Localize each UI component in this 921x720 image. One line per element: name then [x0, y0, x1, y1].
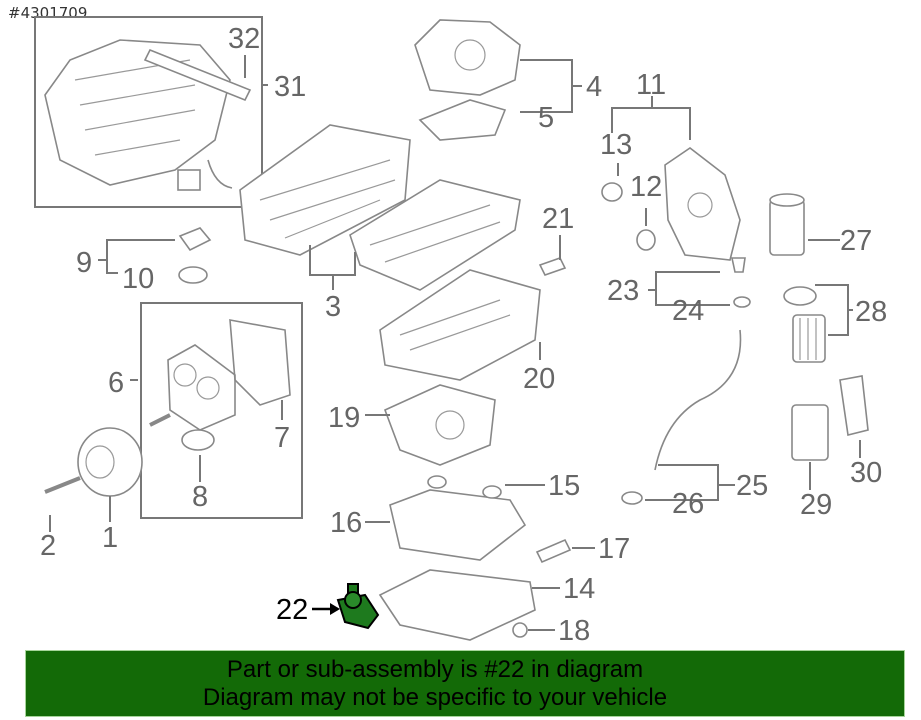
info-banner: Part or sub-assembly is #22 in diagram D… — [25, 650, 905, 717]
vacuum-pump-part[interactable] — [414, 19, 521, 141]
leader-lines — [49, 55, 861, 631]
callout-3[interactable]: 3 — [325, 291, 341, 323]
callout-9[interactable]: 9 — [76, 247, 92, 279]
callout-20[interactable]: 20 — [523, 363, 555, 395]
valve-cover-part[interactable] — [349, 179, 521, 291]
timing-cover-group-box — [140, 302, 303, 519]
callout-18[interactable]: 18 — [558, 615, 590, 647]
callout-4[interactable]: 4 — [586, 71, 602, 103]
oil-pan-lower-part[interactable] — [378, 569, 536, 641]
oil-pan-upper-part[interactable] — [379, 269, 541, 381]
callout-19[interactable]: 19 — [328, 402, 360, 434]
callout-5[interactable]: 5 — [538, 102, 554, 134]
callout-27[interactable]: 27 — [840, 225, 872, 257]
intake-manifold-group-box — [34, 16, 263, 208]
intake-manifold-part[interactable] — [44, 39, 252, 191]
gaskets-part[interactable] — [389, 257, 572, 564]
callout-15[interactable]: 15 — [548, 470, 580, 502]
callout-32[interactable]: 32 — [228, 23, 260, 55]
banner-line-part-number: Part or sub-assembly is #22 in diagram — [226, 656, 644, 683]
callout-16[interactable]: 16 — [330, 507, 362, 539]
callout-8[interactable]: 8 — [192, 481, 208, 513]
callout-26[interactable]: 26 — [672, 488, 704, 520]
oil-filter-housing-part[interactable] — [769, 193, 826, 363]
callout-22[interactable]: 22 — [276, 594, 308, 626]
callout-11[interactable]: 11 — [636, 69, 666, 101]
callout-25[interactable]: 25 — [736, 470, 768, 502]
callout-17[interactable]: 17 — [598, 533, 630, 565]
callout-1[interactable]: 1 — [102, 522, 118, 554]
crankshaft-pulley-part[interactable] — [44, 427, 143, 497]
callout-10[interactable]: 10 — [122, 263, 154, 295]
callout-6[interactable]: 6 — [108, 367, 124, 399]
callout-12[interactable]: 12 — [630, 171, 662, 203]
callout-13[interactable]: 13 — [600, 129, 632, 161]
callout-2[interactable]: 2 — [40, 530, 56, 562]
banner-line-disclaimer: Diagram may not be specific to your vehi… — [202, 684, 668, 711]
callout-labels: 32 31 4 5 11 13 12 21 9 10 27 3 23 24 28… — [40, 23, 887, 647]
callout-23[interactable]: 23 — [607, 275, 639, 307]
callout-24[interactable]: 24 — [672, 295, 704, 327]
callout-14[interactable]: 14 — [563, 573, 595, 605]
cylinder-head-part[interactable] — [239, 124, 411, 256]
timing-chain-cover-part[interactable] — [149, 227, 291, 451]
callout-28[interactable]: 28 — [855, 296, 887, 328]
oil-cooler-part[interactable] — [791, 375, 869, 461]
callout-31[interactable]: 31 — [274, 71, 306, 103]
part-22-oil-level-sensor[interactable] — [336, 583, 380, 630]
callout-29[interactable]: 29 — [800, 489, 832, 521]
callout-7[interactable]: 7 — [274, 422, 290, 454]
baffle-part[interactable] — [383, 384, 496, 466]
callout-30[interactable]: 30 — [850, 457, 882, 489]
dipstick-tube-part[interactable] — [621, 257, 751, 505]
callout-21[interactable]: 21 — [542, 203, 574, 235]
timing-cover-part[interactable] — [601, 147, 741, 261]
